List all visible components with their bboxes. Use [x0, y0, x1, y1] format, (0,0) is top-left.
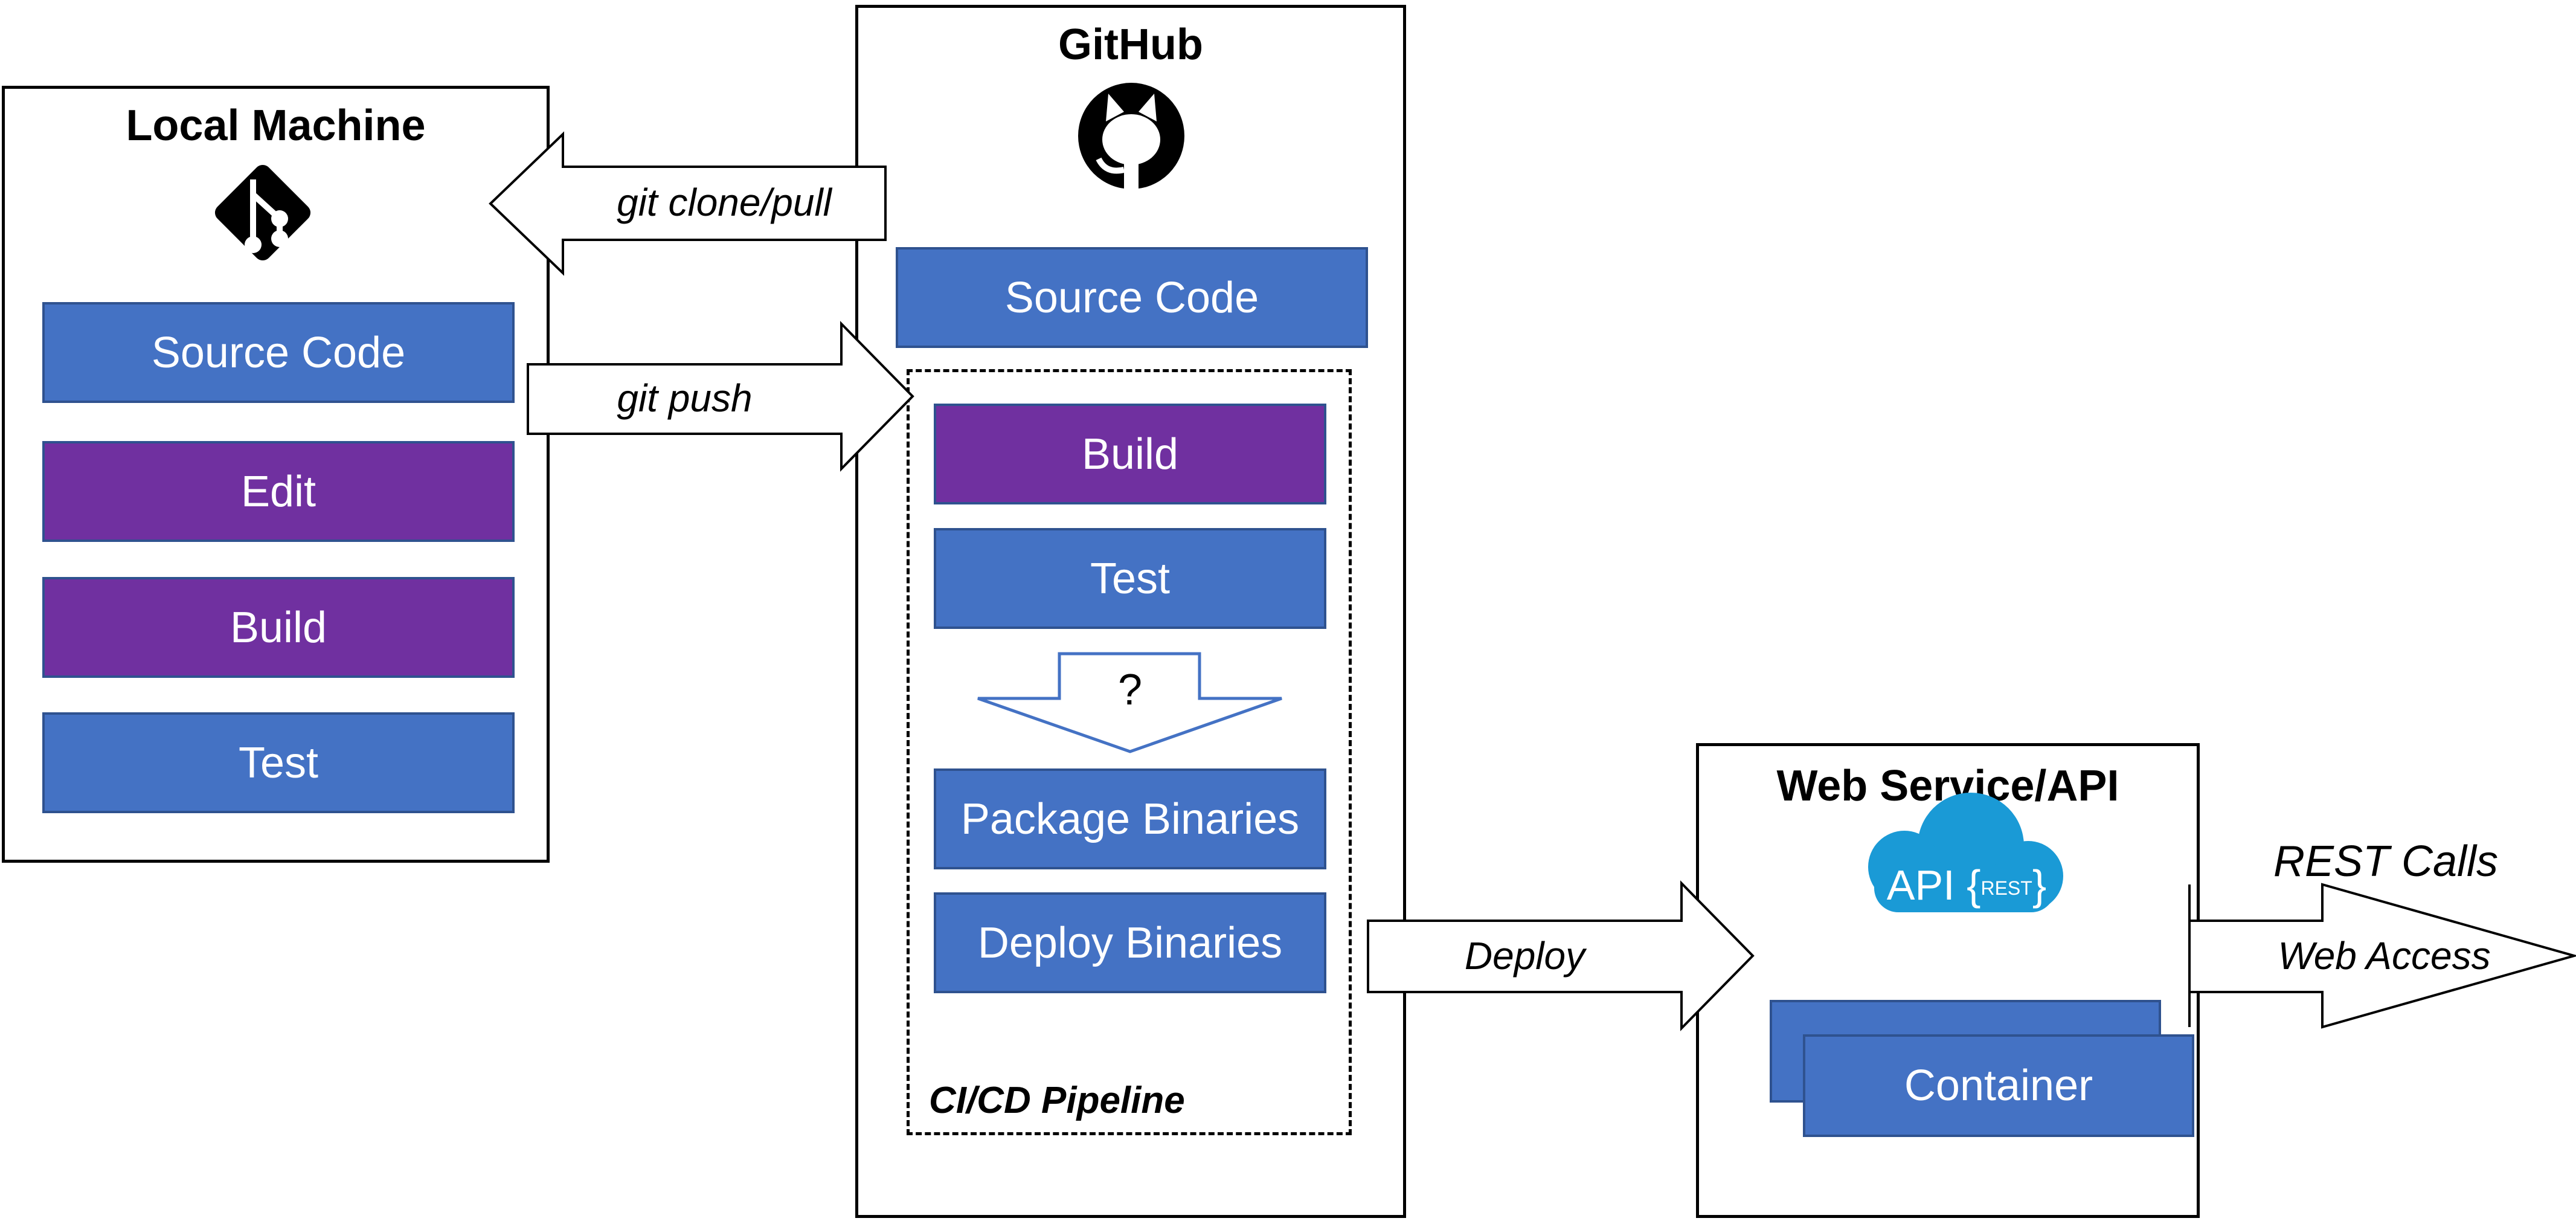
pipeline-question: ?: [1117, 666, 1143, 714]
clone-label: git clone/pull: [617, 181, 832, 224]
push-arrow: [527, 321, 914, 472]
local-machine-title: Local Machine: [126, 101, 426, 150]
web-service-panel: Web Service/API API {REST} Container: [1696, 743, 2200, 1218]
container-box: Container: [1803, 1034, 2194, 1137]
pipeline-test: Test: [934, 528, 1326, 629]
rest-brace-close: }: [2032, 862, 2047, 909]
api-rest-cloud-icon: [1868, 793, 2063, 912]
github-icon: [1078, 83, 1184, 189]
cicd-pipeline: Build Test ? Package Binaries Deploy Bin…: [907, 369, 1352, 1135]
down-arrow-icon: [977, 652, 1282, 753]
rest-calls-label: REST Calls: [2273, 837, 2499, 886]
rest-double-arrow: [2188, 883, 2576, 1029]
push-label: git push: [617, 376, 753, 420]
web-access-label: Web Access: [2278, 934, 2491, 978]
api-text: API: [1886, 862, 1955, 909]
github-source-code: Source Code: [896, 247, 1368, 348]
github-title: GitHub: [1058, 21, 1203, 69]
pipeline-label: CI/CD Pipeline: [929, 1080, 1185, 1121]
clone-arrow: [489, 131, 887, 276]
deploy-arrow: [1367, 880, 1755, 1031]
pipeline-deploy-binaries: Deploy Binaries: [934, 892, 1326, 993]
github-panel: GitHub Source Code Build Test ? Package …: [855, 5, 1406, 1218]
local-test: Test: [42, 712, 515, 813]
api-label: API {REST}: [1870, 861, 2063, 909]
pipeline-package-binaries: Package Binaries: [934, 768, 1326, 869]
local-build: Build: [42, 577, 515, 678]
local-source-code: Source Code: [42, 302, 515, 403]
rest-text: REST: [1980, 877, 2032, 900]
git-icon: [214, 164, 311, 261]
local-machine-panel: Local Machine Source Code Edit Build Tes…: [2, 86, 550, 863]
local-edit: Edit: [42, 441, 515, 542]
pipeline-build: Build: [934, 404, 1326, 504]
rest-brace: {: [1967, 862, 1981, 909]
deploy-label: Deploy: [1464, 934, 1585, 978]
